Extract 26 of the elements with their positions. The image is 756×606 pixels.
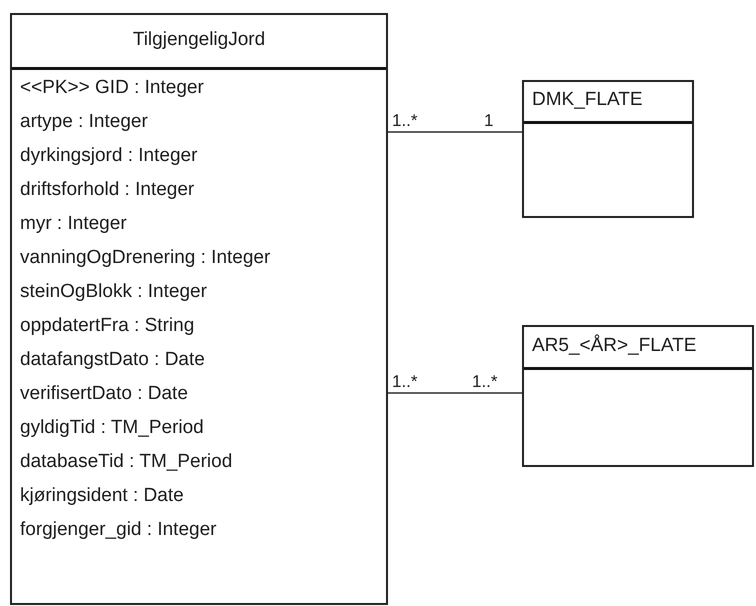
class-name: TilgjengeligJord [132,28,266,51]
attribute-text: forgjenger_gid : Integer [20,519,216,541]
multiplicity-label: 1 [484,111,494,131]
class-box [522,80,694,218]
attribute-text: myr : Integer [20,213,127,235]
attribute-text: dyrkingsjord : Integer [20,145,198,167]
association-line [387,131,523,133]
association-line [387,392,523,394]
attribute-text: artype : Integer [20,111,148,133]
attribute-text: oppdatertFra : String [20,315,194,337]
class-box [10,13,388,605]
class-name: DMK_FLATE [531,89,644,112]
attribute-text: <<PK>> GID : Integer [20,77,204,99]
class-name: AR5_<ÅR>_FLATE [531,334,698,357]
multiplicity-label: 1..* [472,372,498,392]
attribute-text: gyldigTid : TM_Period [20,417,204,439]
multiplicity-label: 1..* [392,372,418,392]
attribute-text: verifisertDato : Date [20,383,188,405]
class-box [522,325,754,467]
attribute-text: driftsforhold : Integer [20,179,194,201]
attribute-text: steinOgBlokk : Integer [20,281,207,303]
attribute-text: datafangstDato : Date [20,349,205,371]
attribute-text: vanningOgDrenering : Integer [20,247,270,269]
attribute-text: databaseTid : TM_Period [20,451,232,473]
attribute-text: kjøringsident : Date [20,485,184,507]
multiplicity-label: 1..* [392,111,418,131]
